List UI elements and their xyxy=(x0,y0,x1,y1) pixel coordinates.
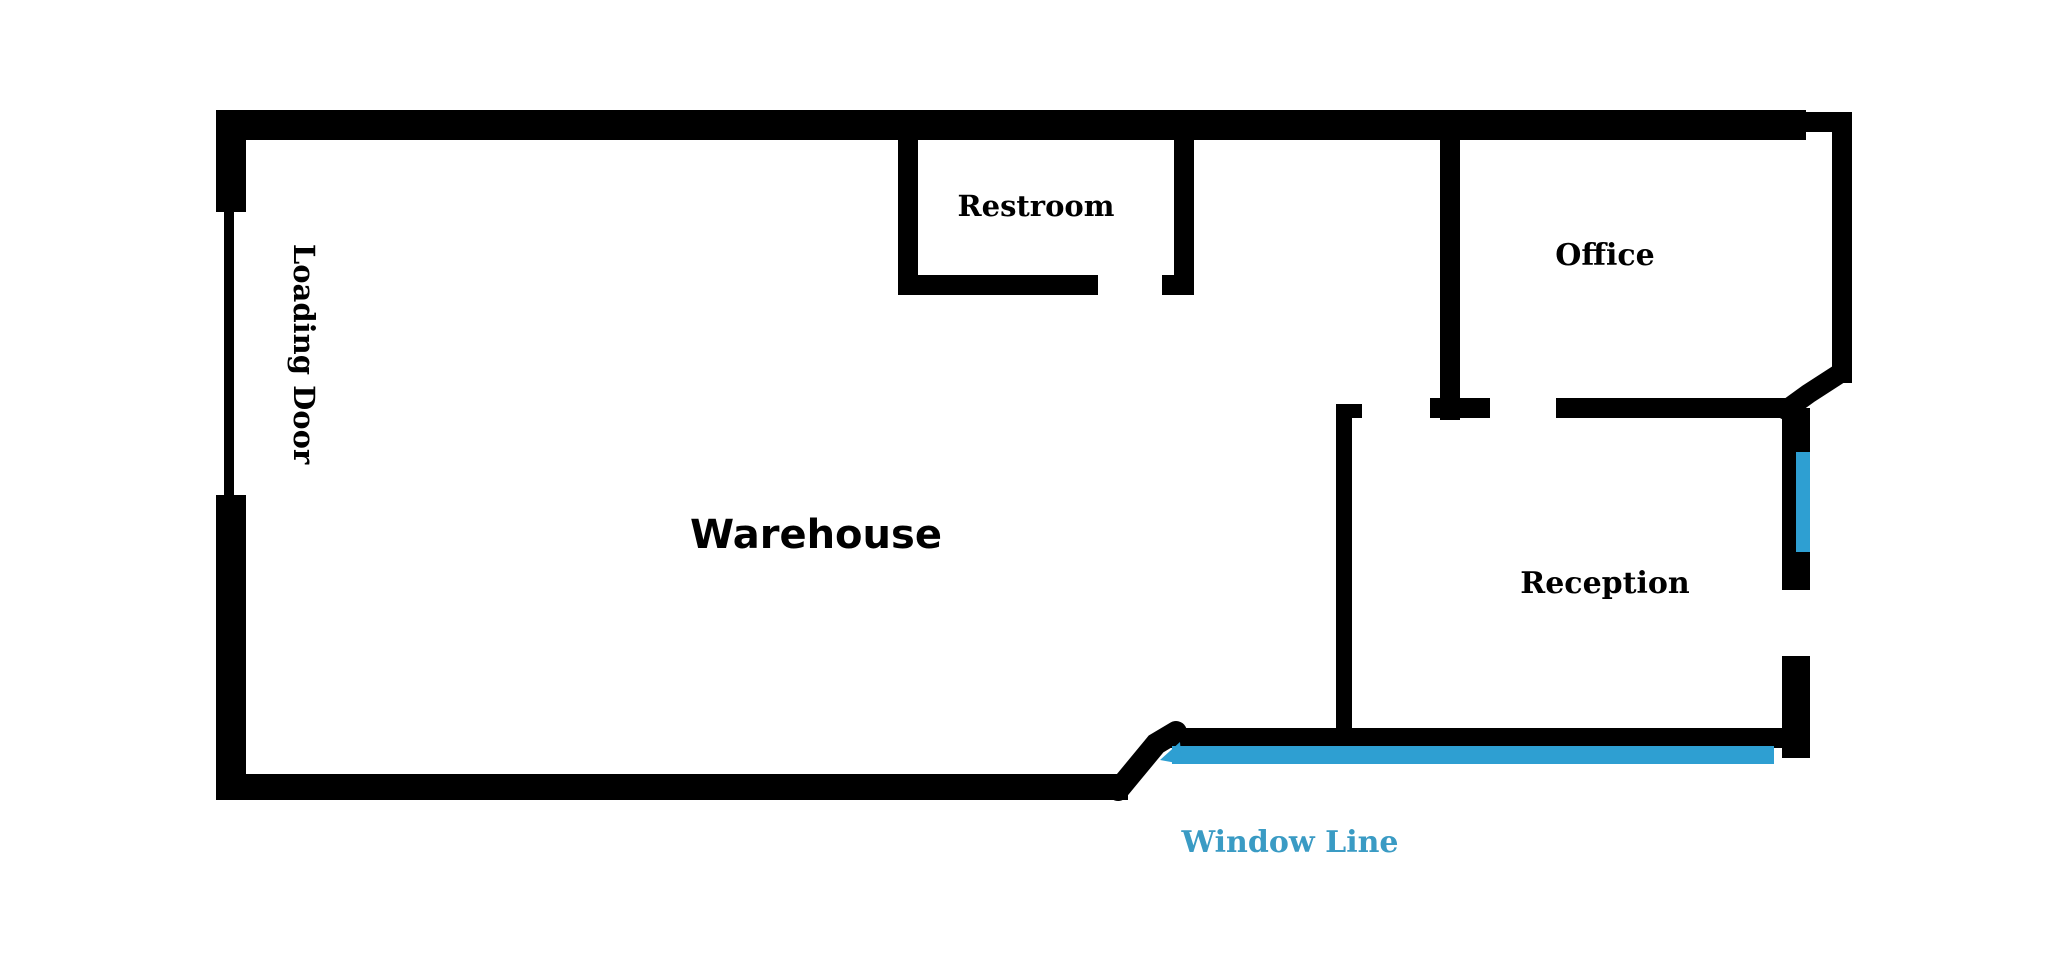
wall-left-jamb xyxy=(224,200,234,500)
walls xyxy=(216,110,1852,800)
room-label-warehouse: Warehouse xyxy=(690,512,942,558)
room-label-reception: Reception xyxy=(1520,566,1690,601)
wall-reception-bottom xyxy=(1170,728,1782,748)
opening-label-loading-door: Loading Door xyxy=(287,244,321,465)
wall-office-bottom-right xyxy=(1556,398,1796,418)
wall-bottom xyxy=(216,774,1128,800)
opening-label-window-line: Window Line xyxy=(1180,825,1398,860)
wall-diagonal-bottom xyxy=(1107,721,1187,801)
room-label-office: Office xyxy=(1555,238,1655,273)
windows xyxy=(1160,452,1810,764)
room-label-restroom: Restroom xyxy=(958,189,1115,223)
wall-restroom-right xyxy=(1174,130,1194,295)
wall-left-lower xyxy=(216,495,246,797)
wall-reception-right-lower xyxy=(1782,656,1810,758)
wall-diagonal-office xyxy=(1776,362,1852,420)
window-front-corner xyxy=(1160,742,1182,764)
wall-corner-top-right xyxy=(1780,112,1852,132)
wall-office-left xyxy=(1440,130,1460,420)
wall-top xyxy=(216,110,1806,140)
wall-reception-left xyxy=(1336,404,1352,732)
wall-restroom-left xyxy=(898,130,918,295)
wall-right-office xyxy=(1832,115,1852,383)
wall-office-bottom-left xyxy=(1430,398,1490,418)
wall-left-upper xyxy=(216,110,246,212)
window-reception xyxy=(1796,452,1810,552)
wall-reception-left-cap xyxy=(1336,404,1362,418)
window-front xyxy=(1172,746,1774,764)
wall-restroom-bottom-left xyxy=(898,275,1098,295)
